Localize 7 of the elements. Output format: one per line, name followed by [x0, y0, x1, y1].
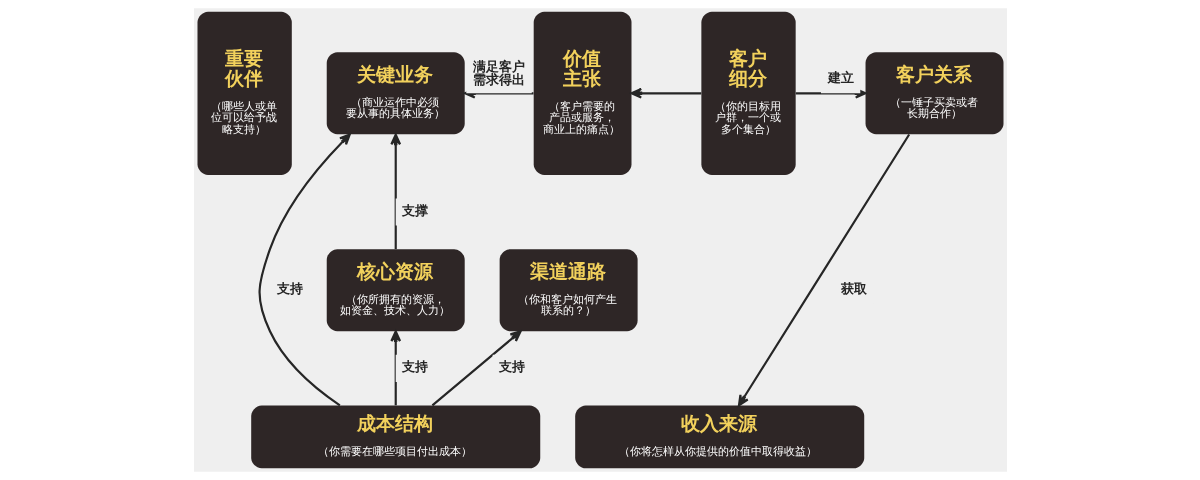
edge-label: 满足客户需求得出	[472, 58, 525, 87]
edge-label: 支持	[276, 280, 303, 296]
edge-label: 支持	[498, 358, 525, 374]
edge-label: 支持	[401, 358, 428, 374]
edge-label: 支撑	[401, 202, 428, 218]
edge-label: 获取	[840, 280, 867, 296]
edge-label: 建立	[827, 70, 854, 86]
